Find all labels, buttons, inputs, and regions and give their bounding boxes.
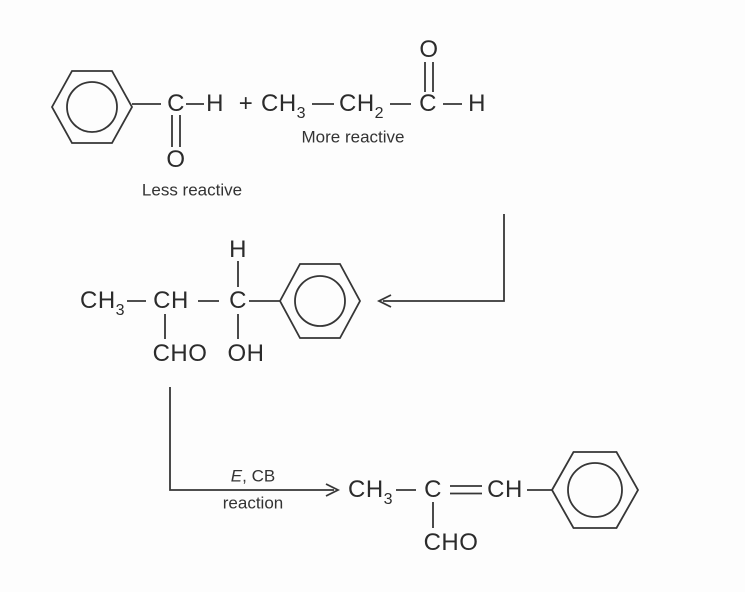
benzaldehyde-carbonyl-c: C [167,90,185,117]
product-methyl-group: CH3 [348,476,393,508]
condition-reaction-label: reaction [222,493,284,513]
propanal-aldehyde-h: H [468,90,486,117]
propanal-methylene-subscript: 2 [374,105,384,122]
condition-cb-text: , CB [242,466,276,486]
intermediate-methine-ch: CH [153,287,189,314]
double-bond-c-o-benzaldehyde [171,115,181,147]
product-methyl-subscript: 3 [383,491,393,508]
propanal-carbonyl-c: C [419,90,437,117]
more-reactive-label: More reactive [301,127,405,147]
propanal-methyl-group: CH3 [261,90,306,122]
propanal-methylene-text: CH [339,90,375,117]
propanal-carbonyl-o: O [419,36,439,63]
double-bond-c-o-propanal [424,62,434,92]
intermediate-cho-group: CHO [152,340,208,367]
product-alpha-c: C [424,476,442,503]
condition-e-italic: E [230,466,243,486]
benzene-ring-product [550,451,640,529]
double-bond-c-ch-product [450,485,482,495]
propanal-methylene-group: CH2 [339,90,384,122]
intermediate-carbinol-h: H [229,236,247,263]
intermediate-methyl-subscript: 3 [115,302,125,319]
less-reactive-label: Less reactive [141,180,243,200]
condition-e-cb-label: E, CB [231,468,275,485]
intermediate-methyl-text: CH [80,287,116,314]
propanal-methyl-text: CH [261,90,297,117]
arrow-to-intermediate [376,214,505,308]
benzene-ring-intermediate [278,263,362,339]
arrow-to-product [169,387,341,497]
benzaldehyde-aldehyde-h: H [206,90,224,117]
propanal-methyl-subscript: 3 [296,105,306,122]
intermediate-oh-group: OH [227,340,265,367]
intermediate-carbinol-c: C [229,287,247,314]
product-vinyl-ch: CH [487,476,523,503]
plus-sign: + [238,90,254,117]
intermediate-methyl-group: CH3 [80,287,125,319]
benzaldehyde-carbonyl-o: O [166,146,186,173]
product-cho-group: CHO [423,529,479,556]
benzene-ring-benzaldehyde [50,70,134,144]
product-methyl-text: CH [348,476,384,503]
